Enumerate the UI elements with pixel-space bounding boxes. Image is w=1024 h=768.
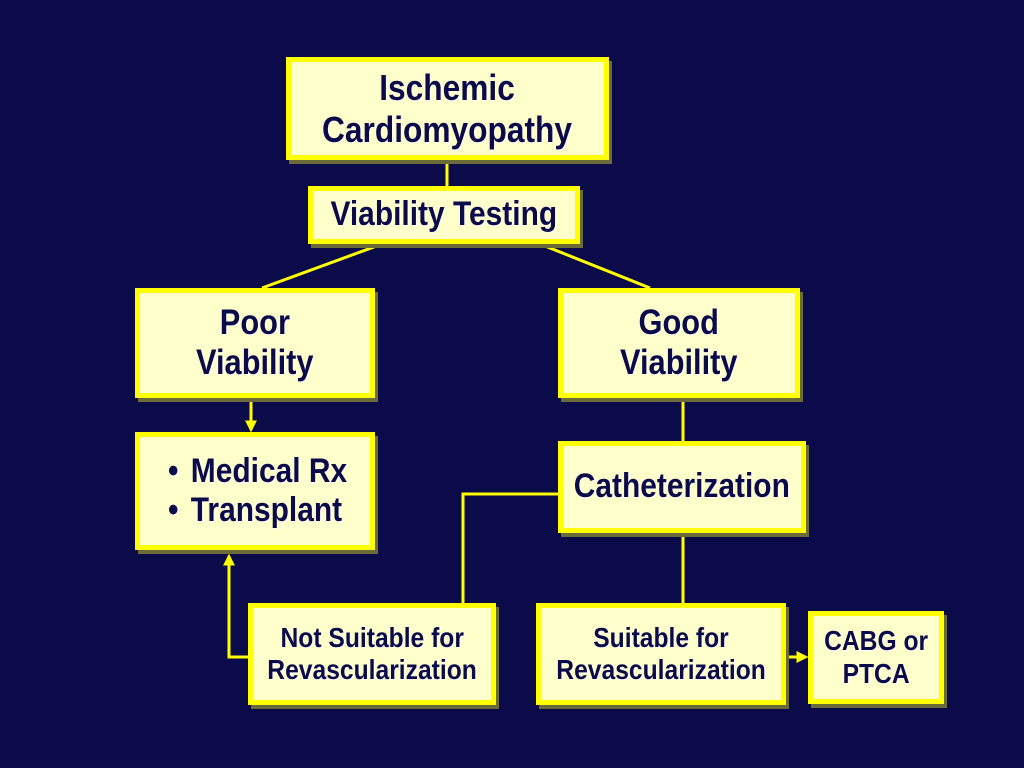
node-label-line: Viability — [196, 343, 314, 382]
node-label-line: Not Suitable for — [280, 621, 464, 653]
node-not-suitable: Not Suitable for Revascularization — [248, 603, 496, 705]
edge-viability-testing-to-poor — [261, 242, 383, 290]
node-label-line: Poor — [219, 302, 291, 342]
node-suitable: Suitable for Revascularization — [536, 603, 786, 705]
node-label-line: Revascularization — [267, 654, 477, 685]
node-label-line: Revascularization — [556, 654, 766, 685]
node-ischemic-cardiomyopathy: Ischemic Cardiomyopathy — [286, 57, 609, 160]
node-poor-viability: Poor Viability — [135, 288, 375, 398]
node-cabg-ptca: CABG or PTCA — [808, 611, 944, 704]
node-medical-transplant: Medical Rx Transplant — [135, 432, 375, 550]
node-label-line: Ischemic — [379, 67, 516, 109]
node-label-line: PTCA — [842, 657, 910, 689]
node-label-line: Viability Testing — [330, 195, 558, 234]
node-label-line: CABG or — [823, 625, 929, 657]
node-good-viability: Good Viability — [558, 288, 800, 398]
node-label-line: Viability — [620, 343, 738, 382]
bullet-item: Transplant — [168, 491, 342, 530]
edge-viability-testing-to-good — [539, 242, 651, 290]
node-viability-testing: Viability Testing — [308, 186, 580, 244]
edge-not-suitable-to-medical — [223, 553, 248, 659]
node-label-line: Suitable for — [593, 621, 729, 653]
node-catheterization: Catheterization — [558, 441, 806, 533]
node-label-line: Cardiomyopathy — [322, 108, 573, 150]
bullet-item: Medical Rx — [168, 452, 347, 491]
node-label-line: Good — [638, 302, 720, 342]
node-label-line: Catheterization — [573, 467, 791, 506]
edge-catheterization-to-not-suitable — [461, 492, 558, 603]
